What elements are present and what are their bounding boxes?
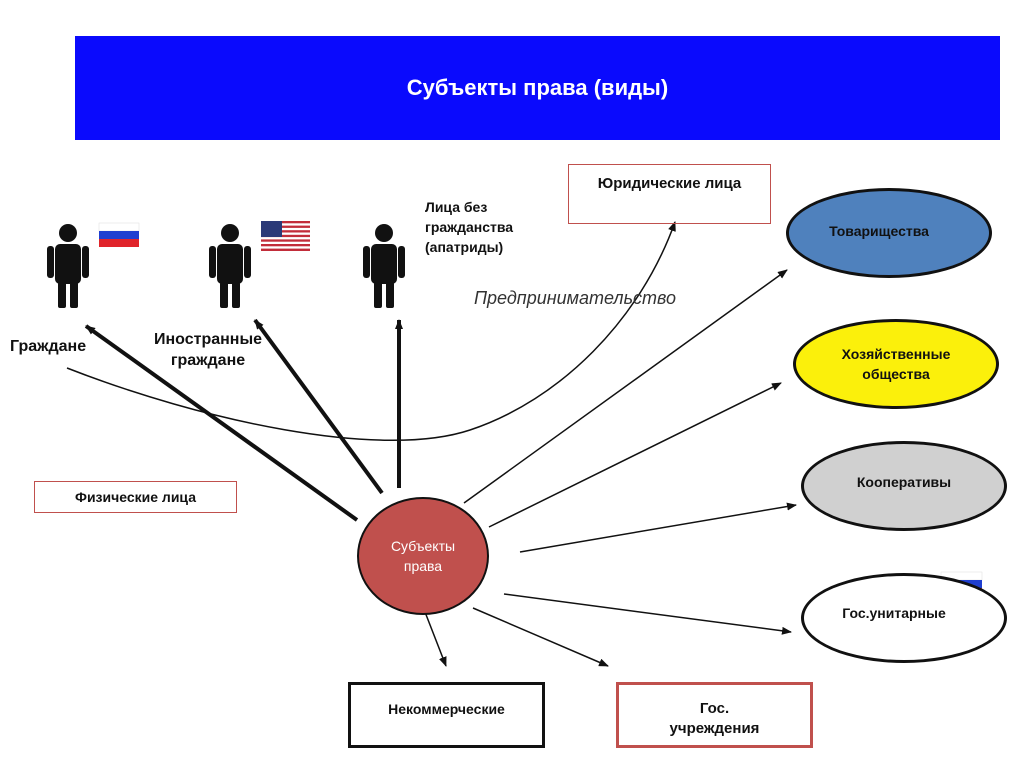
entrepreneurship-curve [66, 221, 676, 442]
arrow-to-foreign-citizens [253, 318, 384, 495]
noncommercial-label: Некоммерческие [388, 701, 505, 717]
person-icon-stateless [363, 224, 405, 308]
business-companies-ellipse: Хозяйственные общества [793, 319, 999, 409]
cooperatives-label: Кооперативы [856, 474, 952, 490]
partnerships-label: Товарищества [829, 223, 929, 239]
arrow-to-cooperatives [519, 502, 797, 553]
arrow-to-noncommercial [424, 611, 447, 667]
stateless-label: Лица без гражданства (апатриды) [425, 199, 514, 255]
physical-persons-label: Физические лица [75, 489, 196, 505]
usa-flag-icon [261, 221, 310, 251]
foreign-citizens-label: Иностранные граждане [153, 331, 263, 369]
arrow-to-business-companies [488, 382, 782, 528]
arrow-to-unitary [503, 593, 792, 635]
legal-entities-label: Юридические лица [597, 175, 742, 192]
citizens-label: Граждане [10, 338, 87, 355]
arrow-to-citizens [84, 324, 359, 522]
center-label: Субъекты права [390, 538, 456, 574]
legal-entities-box: Юридические лица [568, 164, 771, 224]
entrepreneurship-label: Предпринимательство [474, 288, 677, 308]
person-icon-foreign [209, 224, 251, 308]
arrow-to-partnerships [463, 269, 788, 504]
russia-flag-icon [98, 222, 140, 247]
gov-institutions-box: Гос. учреждения [616, 682, 813, 748]
unitary-label: Гос.унитарные [842, 605, 946, 621]
physical-persons-box: Физические лица [34, 481, 237, 513]
cooperatives-ellipse: Кооперативы [801, 441, 1007, 531]
page-title: Субъекты права (виды) [406, 75, 669, 100]
center-node: Субъекты права [357, 497, 489, 615]
person-icon-citizens [47, 224, 89, 308]
business-companies-label: Хозяйственные общества [841, 346, 951, 382]
partnerships-ellipse: Товарищества [786, 188, 992, 278]
title-banner: Субъекты права (виды) [75, 36, 1000, 140]
arrow-to-gov-institutions [472, 607, 609, 667]
noncommercial-box: Некоммерческие [348, 682, 545, 748]
unitary-ellipse: Гос.унитарные [801, 573, 1007, 663]
gov-institutions-label: Гос. учреждения [669, 700, 760, 737]
